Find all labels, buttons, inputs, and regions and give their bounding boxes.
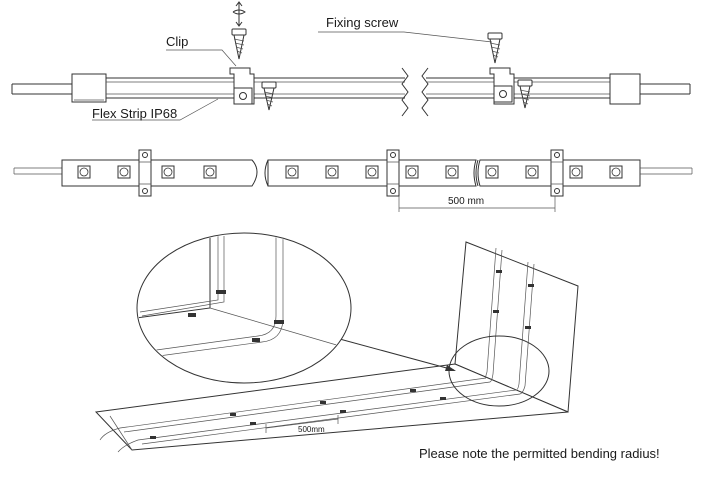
- led-chip-icon: [525, 165, 539, 179]
- led-chip-icon: [445, 165, 459, 179]
- strip-body-left: [106, 77, 405, 99]
- clip-icon: [489, 67, 515, 105]
- fixing-screw-label: Fixing screw: [326, 15, 399, 30]
- detail-pointer-arrow: [335, 337, 456, 371]
- rotate-arrow-icon: [232, 1, 246, 27]
- floor-panel: [94, 363, 569, 451]
- clip-leader: [166, 49, 237, 67]
- screw-icon: [487, 32, 503, 64]
- end-cap-left: [71, 73, 107, 103]
- screw-icon: [261, 81, 277, 111]
- break-mark-icon: [401, 67, 429, 117]
- led-chip-icon: [203, 165, 217, 179]
- led-chip-icon: [117, 165, 131, 179]
- strip-body-right: [426, 77, 612, 99]
- led-chip-icon: [569, 165, 583, 179]
- top-view: 500 mm: [13, 149, 693, 212]
- end-cap-right: [609, 73, 641, 105]
- clip-label: Clip: [166, 34, 188, 49]
- led-chip-icon: [161, 165, 175, 179]
- led-chip-icon: [77, 165, 91, 179]
- break-mark-icon: [264, 159, 269, 187]
- floor-dimension: [265, 415, 339, 433]
- strip-top-left: [61, 159, 258, 187]
- led-chip-icon: [325, 165, 339, 179]
- led-chip-icon: [609, 165, 623, 179]
- led-chip-icon: [365, 165, 379, 179]
- clip-icon: [229, 67, 255, 105]
- spacing-label-top: 500 mm: [448, 196, 484, 207]
- strip-clips: [150, 270, 534, 439]
- cable-left: [11, 83, 74, 95]
- spacing-label-bottom: 500mm: [298, 425, 325, 434]
- mounting-tab-icon: [550, 149, 564, 197]
- spacing-dimension: [398, 196, 556, 212]
- fixing-screw-leader: [318, 31, 493, 43]
- screw-icon: [231, 28, 247, 60]
- mounting-tab-icon: [138, 149, 152, 197]
- led-chip-icon: [485, 165, 499, 179]
- corner-installation: 500mm: [94, 232, 660, 461]
- led-chip-icon: [405, 165, 419, 179]
- led-chip-icon: [285, 165, 299, 179]
- magnified-detail: [136, 232, 352, 384]
- cable-right: [640, 83, 691, 95]
- bending-radius-note: Please note the permitted bending radius…: [419, 446, 660, 461]
- screw-icon: [517, 79, 533, 109]
- flex-strip-label: Flex Strip IP68: [92, 106, 177, 121]
- side-view: Clip Fixing screw Flex Strip IP68: [11, 1, 691, 121]
- flex-strip-leader: [92, 98, 219, 121]
- led-chips: [77, 165, 623, 179]
- mounting-tab-icon: [386, 149, 400, 197]
